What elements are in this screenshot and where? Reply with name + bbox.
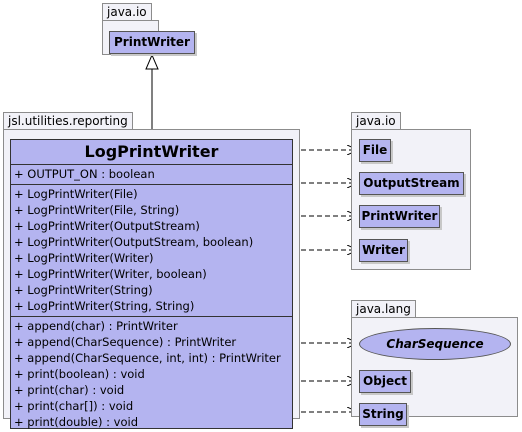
interface-charsequence[interactable]: CharSequence (359, 328, 511, 360)
package-label: java.io (107, 5, 147, 19)
package-label: java.lang (356, 302, 411, 316)
class-name: Object (363, 374, 407, 388)
class-outputstream[interactable]: OutputStream (359, 172, 464, 195)
constructors-section: + LogPrintWriter(File) + LogPrintWriter(… (11, 185, 292, 317)
class-printwriter[interactable]: PrintWriter (359, 205, 440, 228)
fields-section: + OUTPUT_ON : boolean (11, 165, 292, 185)
constructor-item: + LogPrintWriter(String, String) (14, 299, 195, 313)
package-label: java.io (356, 114, 396, 128)
constructor-item: + LogPrintWriter(String) (14, 283, 153, 297)
method-item: + append(CharSequence, int, int) : Print… (14, 351, 281, 365)
class-title: LogPrintWriter (11, 140, 292, 165)
method-item: + print(char) : void (14, 383, 125, 397)
class-name: PrintWriter (114, 35, 190, 49)
class-logprintwriter[interactable]: LogPrintWriter + OUTPUT_ON : boolean + L… (10, 139, 293, 429)
constructor-item: + LogPrintWriter(File) (14, 187, 138, 201)
class-name: Writer (362, 243, 405, 257)
field-item: + OUTPUT_ON : boolean (14, 167, 155, 181)
constructor-item: + LogPrintWriter(OutputStream, boolean) (14, 235, 254, 249)
constructor-item: + LogPrintWriter(File, String) (14, 203, 180, 217)
interface-name: CharSequence (386, 337, 484, 351)
class-name: PrintWriter (361, 209, 438, 223)
class-name: OutputStream (363, 176, 460, 190)
constructor-item: + LogPrintWriter(OutputStream) (14, 219, 200, 233)
method-item: + print(double) : void (14, 415, 139, 429)
methods-section: + append(char) : PrintWriter + append(Ch… (11, 317, 292, 432)
class-object[interactable]: Object (359, 370, 411, 393)
package-tab-jsl-utilities-reporting: jsl.utilities.reporting (3, 112, 133, 129)
method-item: + print(boolean) : void (14, 367, 145, 381)
generalization-arrowhead (145, 53, 159, 70)
constructor-item: + LogPrintWriter(Writer, boolean) (14, 267, 207, 281)
class-name: String (362, 407, 404, 421)
class-writer[interactable]: Writer (359, 239, 408, 262)
connectors-layer (145, 53, 522, 413)
package-tab-java-io-top: java.io (102, 3, 152, 20)
constructor-item: + LogPrintWriter(Writer) (14, 251, 154, 265)
method-item: + append(char) : PrintWriter (14, 319, 178, 333)
method-item: + print(char[]) : void (14, 399, 134, 413)
package-tab-java-io-right: java.io (351, 112, 401, 129)
package-label: jsl.utilities.reporting (8, 114, 128, 128)
class-name: File (362, 143, 388, 157)
method-item: + append(CharSequence) : PrintWriter (14, 335, 237, 349)
class-file[interactable]: File (359, 139, 391, 162)
package-tab-java-lang: java.lang (351, 300, 416, 317)
class-printwriter-super[interactable]: PrintWriter (109, 31, 195, 54)
class-string[interactable]: String (359, 403, 407, 426)
